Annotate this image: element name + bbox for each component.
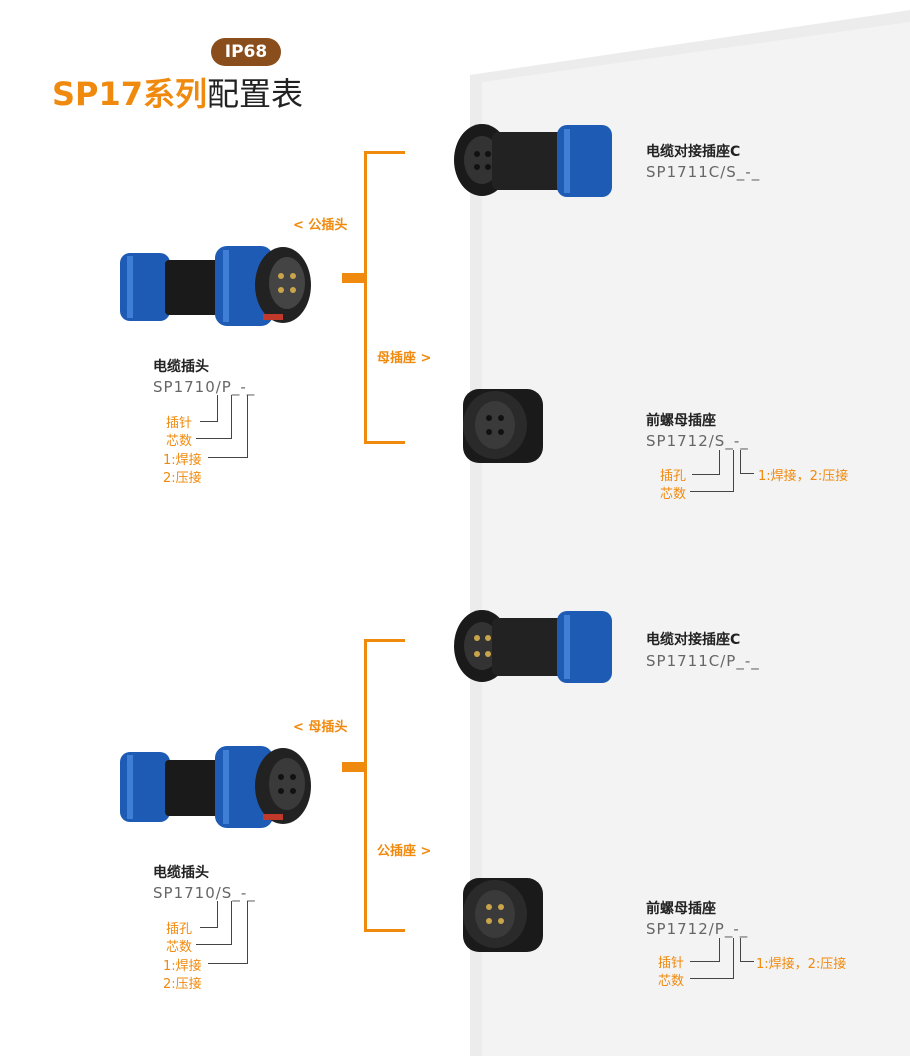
socket-anno-2: 芯数 [660,487,687,502]
socket-anno-1: 插针 [658,956,685,971]
ip68-badge: IP68 [211,38,281,66]
plug-anno-4: 2:压接 [163,977,202,992]
plug-anno-1: 插针 [166,416,193,431]
socket-anno-1: 插孔 [660,469,687,484]
branch-stub [342,273,364,283]
cable-receptacle-male-image [454,610,612,683]
plug-name: 电缆插头 [153,865,209,881]
branch-label-bottom: 公插座 > [377,844,432,859]
socket-anno-3: 1:焊接，2:压接 [758,469,849,484]
receptacle-name: 电缆对接插座C [646,144,741,160]
socket-code: SP1712/P_-_ [646,920,749,938]
socket-anno-2: 芯数 [658,974,685,989]
socket-code: SP1712/S_-_ [646,432,749,450]
grey-background-panel-inner [482,22,910,1056]
title-highlight: SP17系列 [52,75,208,113]
title-rest: 配置表 [207,75,304,113]
plug-code: SP1710/S_-_ [153,884,256,902]
plug-name: 电缆插头 [153,359,209,375]
cable-receptacle-female-image [454,124,612,197]
plug-anno-1: 插孔 [166,922,193,937]
branch-label-bottom: 母插座 > [377,351,432,366]
plug-anno-3: 1:焊接 [163,959,202,974]
socket-anno-3: 1:焊接，2:压接 [756,957,847,972]
front-nut-socket-male-image [463,878,543,952]
plug-anno-2: 芯数 [166,434,193,449]
page-title: SP17系列配置表 [52,72,303,116]
plug-code: SP1710/P_-_ [153,378,256,396]
cable-plug-female-image [120,746,311,828]
branch-bracket [364,639,405,932]
plug-anno-2: 芯数 [166,940,193,955]
plug-anno-4: 2:压接 [163,471,202,486]
receptacle-code: SP1711C/P_-_ [646,652,760,670]
branch-label-top: < 母插头 [293,720,348,735]
cable-plug-male-image [120,246,311,326]
socket-name: 前螺母插座 [646,901,716,917]
receptacle-code: SP1711C/S_-_ [646,163,761,181]
branch-bracket [364,151,405,444]
branch-stub [342,762,364,772]
front-nut-socket-female-image [463,389,543,463]
branch-label-top: < 公插头 [293,218,348,233]
receptacle-name: 电缆对接插座C [646,632,741,648]
plug-anno-3: 1:焊接 [163,453,202,468]
socket-name: 前螺母插座 [646,413,716,429]
